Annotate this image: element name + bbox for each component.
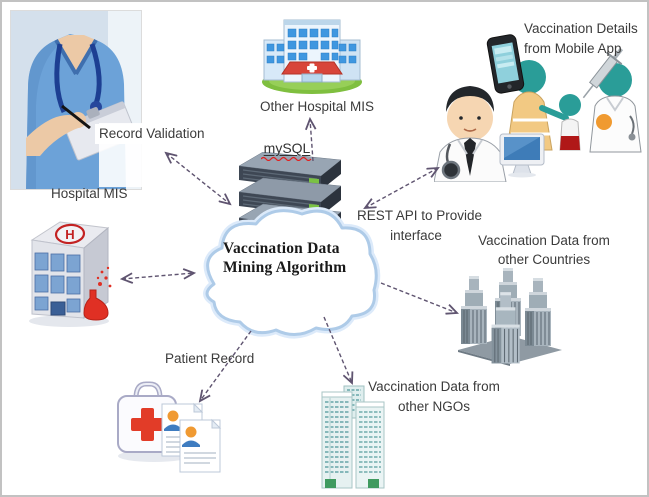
first-aid-kit-documents-icon	[114, 376, 226, 474]
syringe-icon	[582, 47, 624, 99]
red-cross-icon	[131, 408, 164, 441]
mobile-app-label: Vaccination Details from Mobile App	[524, 21, 638, 56]
cloud-icon	[190, 196, 382, 342]
vaccinating-doctor	[582, 47, 642, 153]
necktie	[464, 138, 476, 176]
ngos-label: Vaccination Data from other NGOs	[368, 379, 500, 414]
h-sign-icon: H	[54, 223, 86, 245]
record-validation-label: Record Validation	[95, 124, 209, 144]
smartphone-icon	[486, 34, 525, 94]
ngo-tower-right	[355, 401, 385, 489]
patient-document	[179, 418, 222, 473]
patient-record-label: Patient Record	[165, 351, 255, 366]
red-flask-icon	[83, 266, 112, 321]
arrow-cloud-countries	[380, 282, 457, 313]
cloud-title: Vaccination Data Mining Algorithm	[223, 240, 347, 276]
windows	[266, 28, 357, 64]
doctor-mobile-family-icon	[434, 24, 647, 182]
svg-text:H: H	[65, 227, 74, 242]
hospital-building-icon	[258, 10, 366, 98]
pen-icon	[61, 104, 91, 130]
database-label: mySQL	[256, 141, 318, 161]
doctor-figure	[434, 86, 507, 182]
orange-ball	[596, 114, 612, 130]
hospital-mis-label: Hospital MIS	[51, 186, 128, 201]
arrow-hospital-cloud	[122, 273, 194, 279]
stethoscope-icon	[441, 143, 461, 180]
countries-label: Vaccination Data from other Countries	[478, 233, 610, 267]
ngo-tower-left	[321, 391, 353, 489]
windows	[34, 252, 81, 313]
canopy-cross-icon	[307, 63, 317, 73]
office-towers-icon	[452, 266, 568, 366]
nurse-photo	[10, 10, 142, 190]
door	[50, 301, 66, 316]
monitor-icon	[499, 133, 545, 178]
spellcheck-squiggle	[261, 156, 312, 161]
rest-api-label: REST API to Provide interface	[357, 208, 483, 243]
skyscraper-towers-icon	[318, 384, 396, 495]
hospital-h-building-icon: H	[24, 216, 118, 330]
child-figure	[559, 94, 581, 151]
other-hospital-mis-label: Other Hospital MIS	[259, 99, 375, 114]
tower	[461, 268, 551, 364]
